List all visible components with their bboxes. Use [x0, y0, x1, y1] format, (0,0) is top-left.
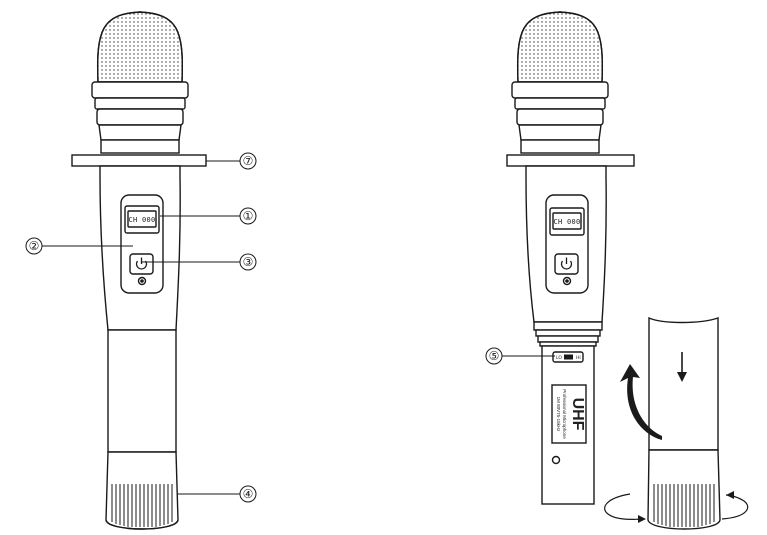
- label-flange: [506, 154, 635, 167]
- grill-ring: [94, 97, 186, 110]
- callout-1: ①: [239, 207, 257, 225]
- uhf-label: UHF: [569, 398, 586, 431]
- curved-arrow-icon: [620, 364, 662, 440]
- svg-text:④: ④: [243, 487, 254, 501]
- battery-tube: [107, 329, 177, 453]
- detached-tube-assembly: [647, 316, 721, 530]
- svg-text:⑤: ⑤: [489, 349, 500, 363]
- cap-ribs: [653, 484, 715, 527]
- detached-tube: [648, 316, 719, 451]
- grill-ring: [511, 81, 609, 99]
- svg-text:③: ③: [243, 255, 254, 269]
- microphone-left: CH 000: [71, 11, 207, 530]
- svg-text:①: ①: [243, 209, 254, 223]
- lcd-text: CH 000: [128, 216, 155, 224]
- rotate-right-icon: [721, 491, 749, 520]
- label-line-1: Professional Microphone: [562, 389, 567, 439]
- bottom-cap: [105, 451, 179, 530]
- label-flange: [71, 154, 207, 167]
- callout-3: ③: [239, 253, 257, 271]
- svg-text:LO: LO: [556, 355, 562, 361]
- callout-7: ⑦: [239, 152, 257, 170]
- rotate-left-icon: [604, 493, 646, 523]
- microphone-right: CH 000 LO HI UHF Professional Microphone…: [506, 11, 635, 505]
- callout-2: ②: [25, 237, 43, 255]
- label-line-2: 1M 80V75-15kHz: [556, 397, 561, 433]
- grill-ring: [516, 108, 604, 126]
- arrow-down-icon: [677, 352, 687, 382]
- callout-5: ⑤: [485, 347, 503, 365]
- battery-label-plate: [551, 384, 587, 444]
- svg-text:②: ②: [29, 239, 40, 253]
- grill-ring: [514, 97, 606, 110]
- cap-ribs: [111, 484, 173, 527]
- svg-text:⑦: ⑦: [243, 154, 254, 168]
- thread-section: [533, 321, 603, 331]
- power-icon: [560, 257, 573, 270]
- lcd-text: CH 000: [553, 218, 580, 226]
- bottom-cap: [647, 449, 721, 530]
- grill-ring: [96, 108, 184, 126]
- battery-hole: [551, 455, 561, 465]
- power-icon: [135, 257, 148, 270]
- svg-text:HI: HI: [576, 355, 581, 361]
- callout-4: ④: [239, 485, 257, 503]
- grill-ring: [91, 81, 189, 99]
